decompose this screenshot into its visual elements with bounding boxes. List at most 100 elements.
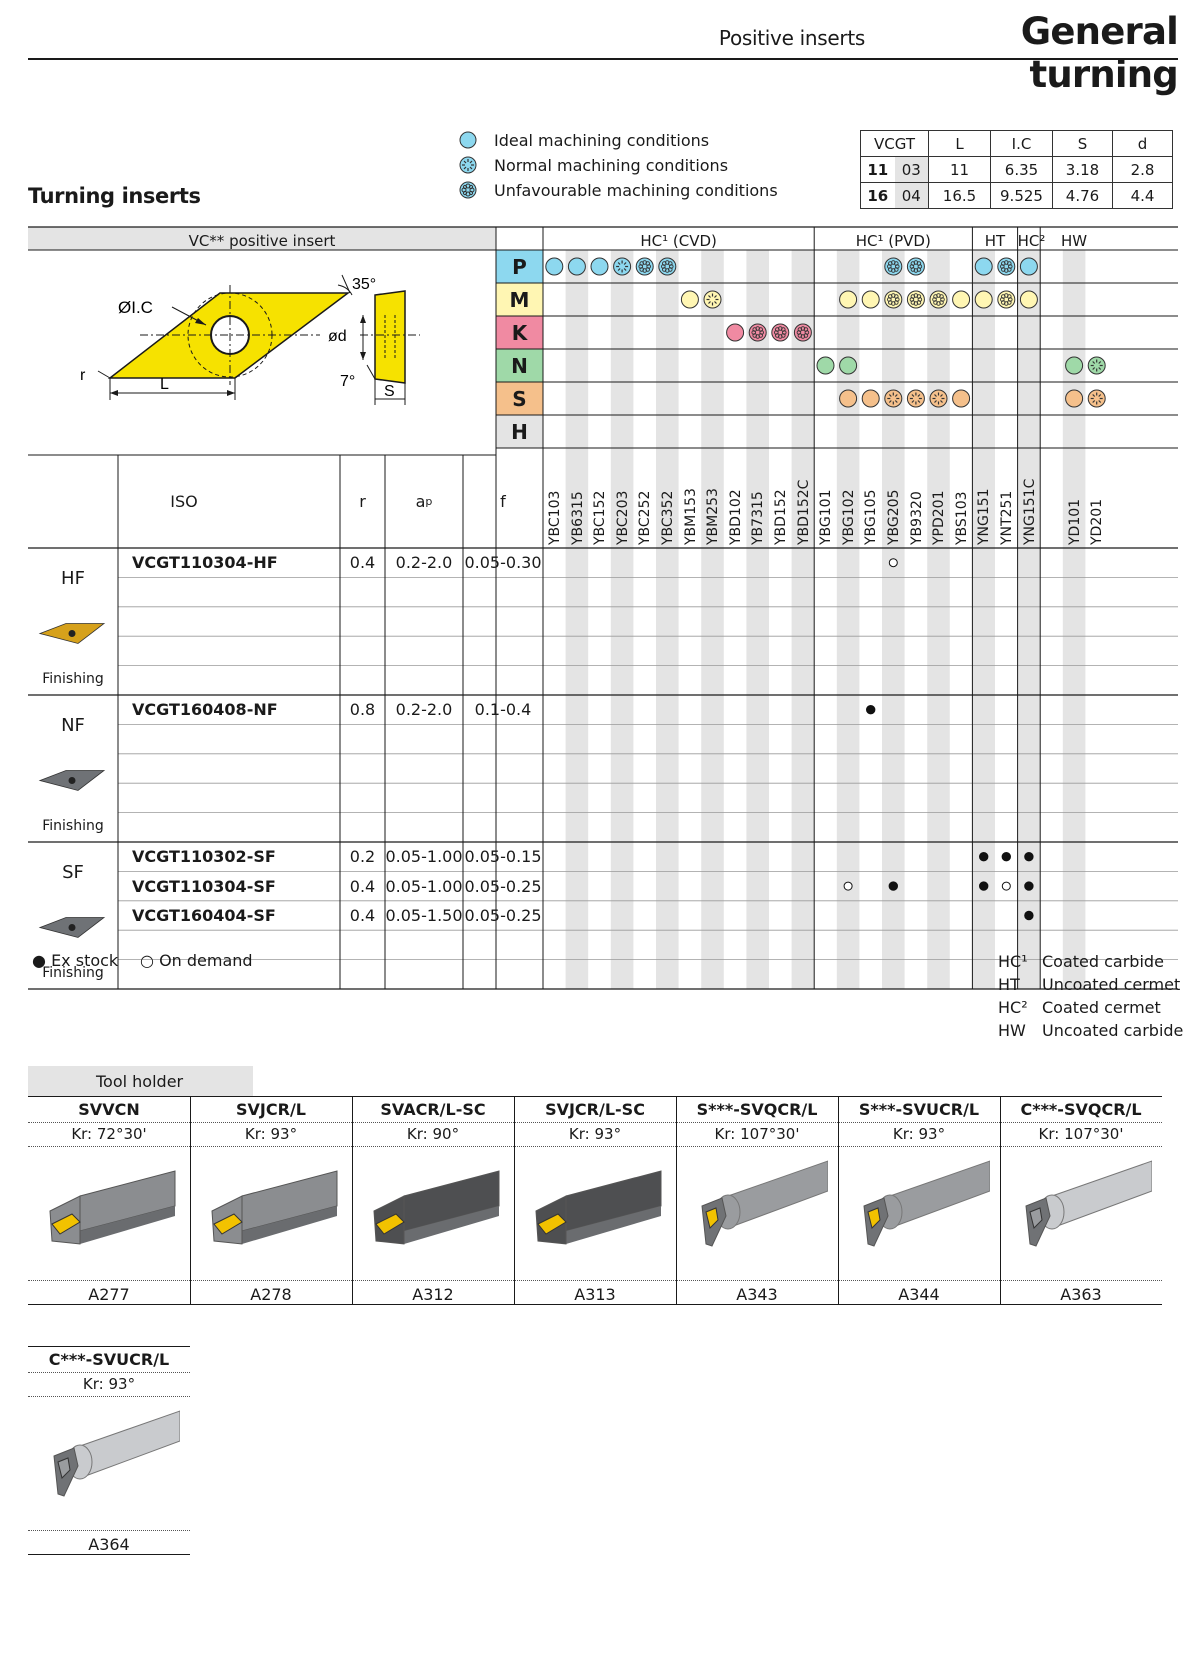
circle-flower-icon bbox=[635, 257, 654, 276]
d-label: ød bbox=[328, 328, 347, 345]
dim-IC: 9.525 bbox=[990, 182, 1053, 209]
circle-flower-icon bbox=[771, 323, 790, 342]
iso-code: VCGT110302-SF bbox=[132, 847, 276, 867]
circle-sun-icon bbox=[929, 389, 948, 408]
material-letter: K bbox=[511, 320, 528, 345]
f-value bbox=[463, 783, 543, 812]
dim-L: 11 bbox=[928, 156, 991, 183]
group-code: SF bbox=[62, 862, 84, 883]
family-header: HC¹ (CVD) bbox=[640, 232, 717, 250]
r-label: r bbox=[80, 367, 86, 384]
page-title: General turning bbox=[1020, 10, 1179, 96]
r-value: 0.4 bbox=[349, 876, 376, 896]
on-demand-dot bbox=[888, 558, 898, 568]
f-value bbox=[463, 813, 543, 842]
grade-name: YNT251 bbox=[999, 490, 1015, 545]
legend-normal: Normal machining conditions bbox=[458, 153, 728, 177]
circle-plain-icon bbox=[567, 257, 586, 276]
on-demand-dot bbox=[1001, 881, 1011, 891]
tool-kr: Kr: 90° bbox=[406, 1125, 460, 1143]
ap-header-sub: p bbox=[425, 495, 433, 508]
tool-image-divider bbox=[514, 1280, 676, 1281]
panel-header-bg bbox=[28, 227, 496, 250]
tool-kr-divider bbox=[1000, 1146, 1162, 1147]
grade-name: YB7315 bbox=[750, 491, 767, 545]
tool-kr-divider bbox=[190, 1146, 352, 1147]
tool-kr-divider bbox=[514, 1146, 676, 1147]
grade-column-stripe bbox=[882, 250, 905, 989]
r-value bbox=[340, 813, 385, 842]
grade-grid-graphics bbox=[28, 226, 1178, 990]
tool-kr-divider bbox=[838, 1146, 1000, 1147]
grade-name: YBD152C bbox=[795, 479, 812, 545]
dim-header: I.C bbox=[990, 130, 1053, 157]
tool-name: SVACR/L-SC bbox=[380, 1100, 486, 1119]
circle-flower-icon bbox=[929, 290, 948, 309]
ap-value bbox=[385, 636, 463, 665]
dim-header: d bbox=[1112, 130, 1173, 157]
ap-value bbox=[385, 666, 463, 695]
tool-top-rule bbox=[28, 1346, 190, 1347]
tool-column-rule bbox=[838, 1096, 839, 1304]
tool-holder-image bbox=[701, 1160, 828, 1247]
tool-page-ref: A343 bbox=[736, 1285, 778, 1304]
tool-name-divider bbox=[352, 1122, 514, 1123]
circle-plain-icon bbox=[952, 290, 971, 309]
circle-plain-icon bbox=[861, 290, 880, 309]
tool-name: S***-SVQCR/L bbox=[696, 1100, 818, 1119]
dim-IC: 6.35 bbox=[990, 156, 1053, 183]
ex-stock-dot bbox=[1001, 852, 1011, 862]
S-label: S bbox=[384, 383, 395, 400]
family-header: HC² bbox=[1017, 232, 1046, 250]
tool-bottom-rule bbox=[352, 1304, 514, 1305]
dim-d: 4.4 bbox=[1112, 182, 1173, 209]
ap-value bbox=[385, 813, 463, 842]
group-code: NF bbox=[61, 715, 85, 736]
tool-kr: Kr: 93° bbox=[892, 1125, 946, 1143]
grade-column-stripe bbox=[1062, 250, 1086, 989]
dim-code-b: 03 bbox=[894, 157, 928, 182]
circle-plain-icon bbox=[839, 290, 858, 309]
tool-top-rule bbox=[838, 1096, 1000, 1097]
grade-key-code: HW bbox=[998, 1021, 1026, 1040]
group-caption: Finishing bbox=[42, 965, 104, 981]
circle-flower-icon bbox=[793, 323, 812, 342]
circle-sun-icon bbox=[1087, 356, 1106, 375]
material-cell-bg bbox=[496, 415, 543, 448]
r-value: 0.2 bbox=[349, 847, 376, 867]
tool-page-ref: A313 bbox=[574, 1285, 616, 1304]
material-letter: S bbox=[512, 386, 527, 411]
grade-name: YBG102 bbox=[840, 489, 857, 545]
material-cell-bg bbox=[496, 250, 543, 283]
ap-value bbox=[385, 930, 463, 959]
tool-kr: Kr: 107°30' bbox=[1038, 1125, 1124, 1143]
tool-holder-image bbox=[211, 1170, 338, 1245]
on-demand-dot bbox=[843, 881, 853, 891]
tool-top-rule bbox=[352, 1096, 514, 1097]
r-value: 0.4 bbox=[349, 905, 376, 925]
r-value bbox=[340, 783, 385, 812]
ap-value: 0.05-1.50 bbox=[385, 905, 463, 925]
circle-sun-icon bbox=[906, 389, 925, 408]
tool-name: SVJCR/L-SC bbox=[545, 1100, 645, 1119]
f-value bbox=[463, 960, 543, 989]
group-caption: Finishing bbox=[42, 818, 104, 834]
family-header: HC¹ (PVD) bbox=[855, 232, 931, 250]
circle-sun-icon bbox=[703, 290, 722, 309]
circle-flower-icon bbox=[997, 257, 1016, 276]
circle-plain-icon bbox=[861, 389, 880, 408]
tool-kr-divider bbox=[676, 1146, 838, 1147]
tool-holder-image bbox=[1025, 1160, 1152, 1247]
tool-holder-title: Tool holder bbox=[28, 1066, 253, 1096]
group-caption: Finishing bbox=[42, 671, 104, 687]
grade-name: YB9320 bbox=[908, 491, 925, 545]
tool-kr-divider bbox=[28, 1146, 190, 1147]
r-value bbox=[340, 960, 385, 989]
tool-name: SVJCR/L bbox=[236, 1100, 306, 1119]
insert-thumbnail-icon bbox=[38, 917, 106, 938]
angle-label: 35° bbox=[352, 276, 376, 293]
r-value bbox=[340, 577, 385, 606]
grade-name: YBC152 bbox=[592, 490, 609, 545]
